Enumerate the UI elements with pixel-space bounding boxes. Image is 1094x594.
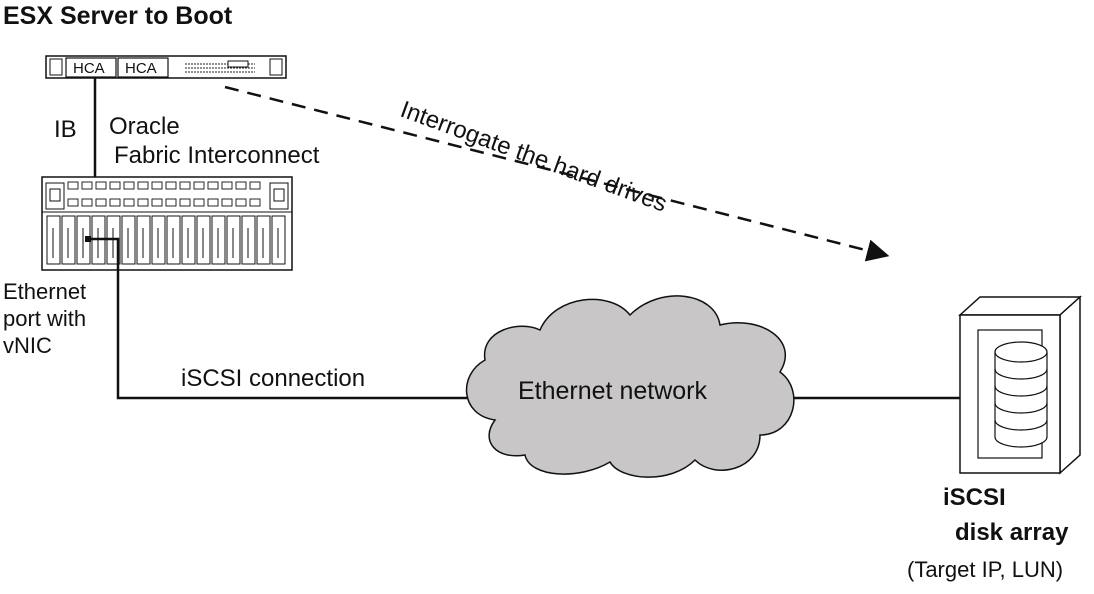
ib-label: IB (54, 116, 77, 143)
esx-server-icon (45, 55, 287, 79)
disk-array-target-label: (Target IP, LUN) (907, 557, 1064, 582)
ethernet-port-label-line2: port with (3, 306, 87, 331)
hca-port-label-1: HCA (73, 60, 105, 77)
iscsi-connection-label: iSCSI connection (181, 365, 366, 392)
fabric-interconnect-icon (41, 176, 293, 271)
ethernet-port-label: Ethernet port with vNIC (3, 278, 86, 359)
interconnect-label-line2: Fabric Interconnect (114, 142, 320, 169)
iscsi-connection-line (91, 237, 470, 400)
diagram-title: ESX Server to Boot (3, 2, 233, 30)
ethernet-network-label: Ethernet network (518, 377, 707, 405)
disk-array-label-line1: iSCSI (943, 484, 1006, 511)
ethernet-port-label-line1: Ethernet (3, 279, 87, 304)
ethernet-port-icon (85, 236, 91, 242)
interconnect-label-line1: Oracle (109, 113, 180, 140)
hca-port-label-2: HCA (125, 60, 157, 77)
disk-array-label-line2: disk array (955, 519, 1069, 546)
disk-array-icon (958, 295, 1082, 475)
ethernet-network-cloud-icon (465, 295, 795, 478)
ethernet-port-label-line3: vNIC (3, 333, 52, 358)
